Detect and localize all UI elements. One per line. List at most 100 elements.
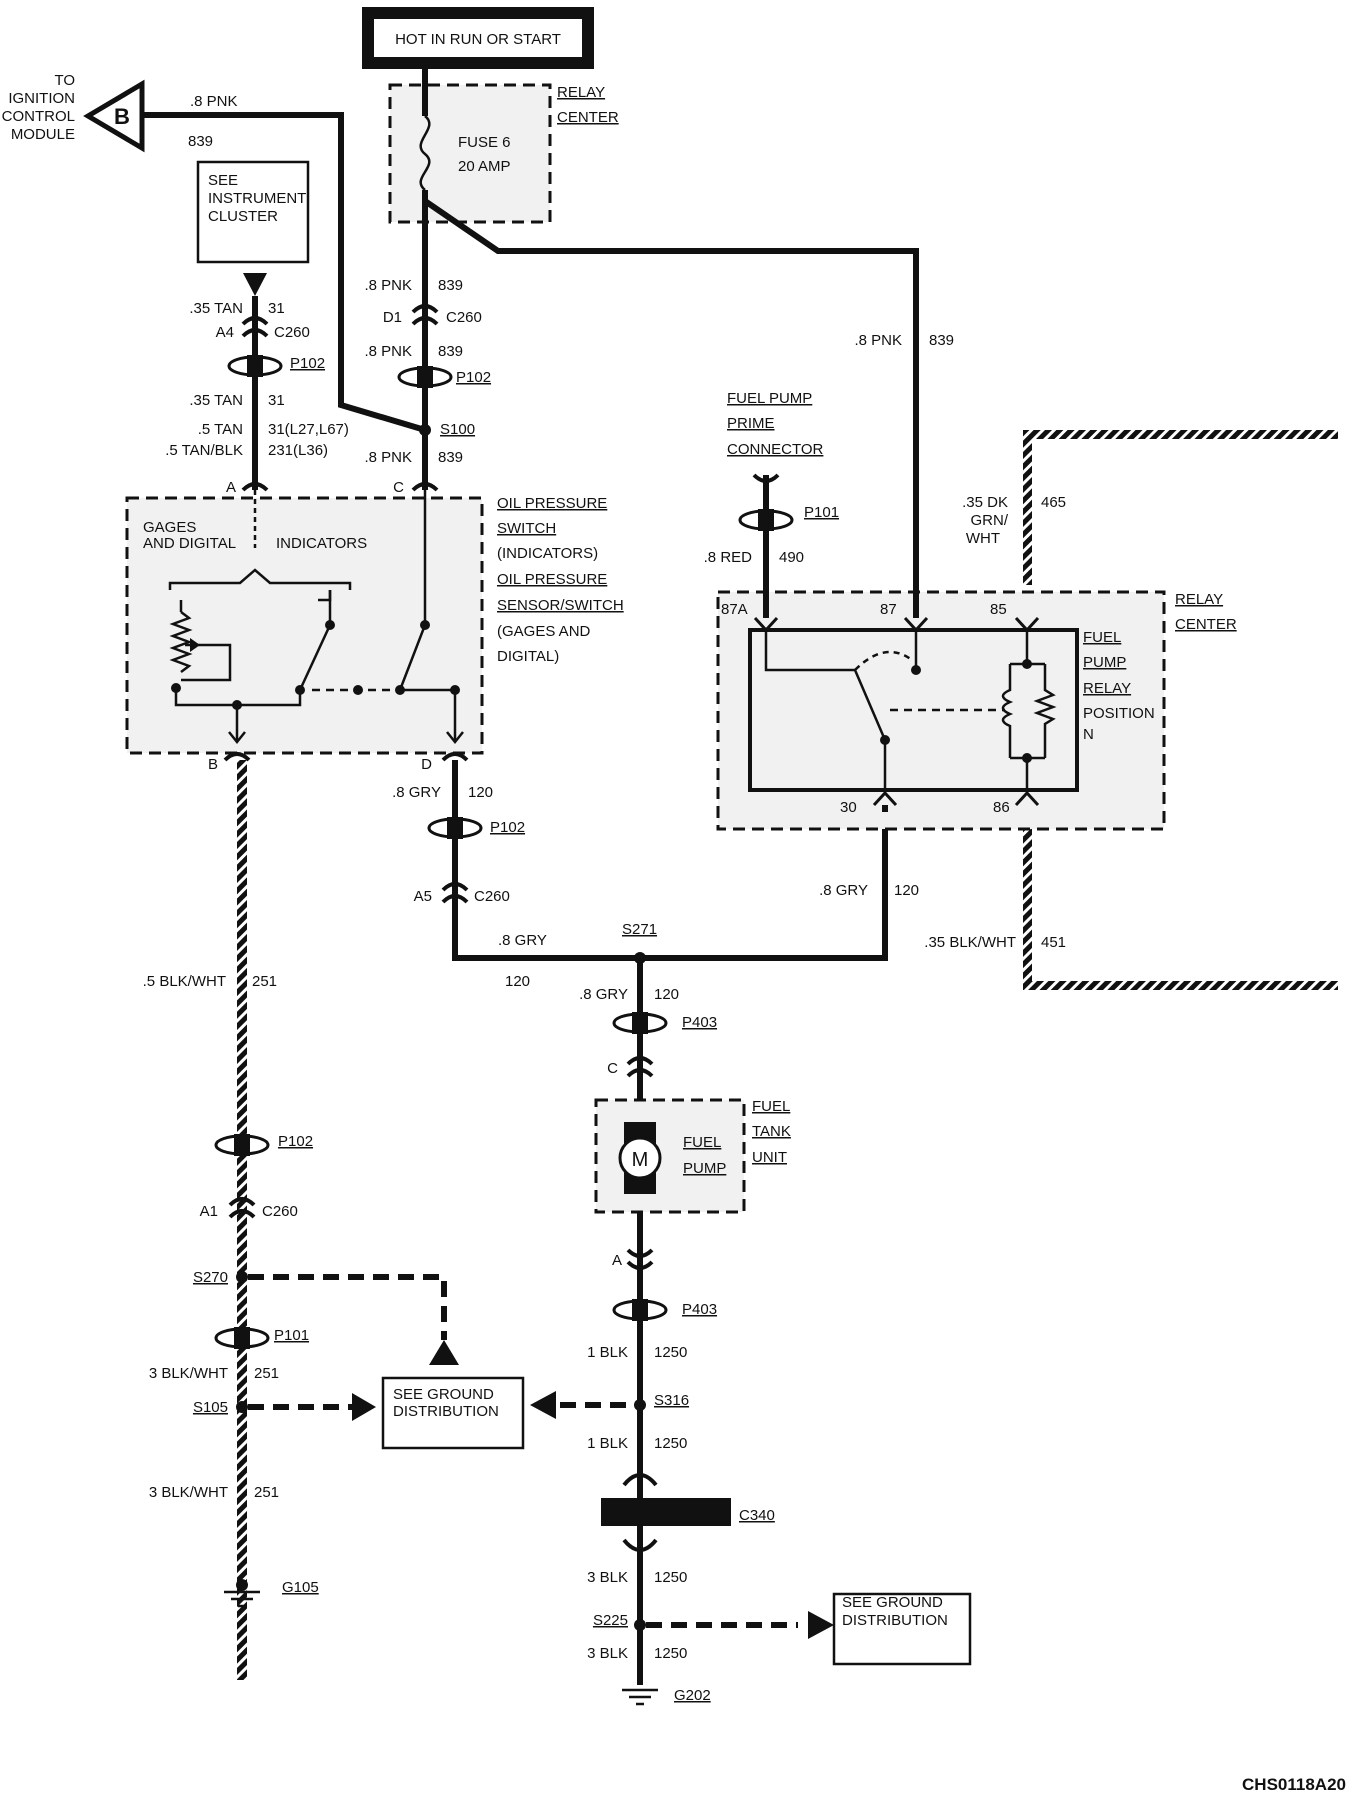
wire-465-color-1: .35 DK [962, 494, 1008, 511]
blk-wire-circuit-1: 1250 [654, 1344, 687, 1361]
prime-label-3: CONNECTOR [727, 441, 824, 458]
relay-label-3: RELAY [1083, 680, 1131, 697]
relay-pin-87: 87 [880, 601, 897, 618]
wire-30-circuit: 120 [894, 882, 919, 899]
gry-wire-circuit-2: 120 [505, 973, 530, 990]
oil-sensor-label-3: (INDICATORS) [497, 545, 598, 562]
relay-label-5: N [1083, 726, 1094, 743]
ground-links [248, 1274, 834, 1639]
ignition-ref-line3: CONTROL [2, 108, 75, 125]
connector-c340-body [601, 1498, 731, 1526]
blkwht-wire-circuit-3: 251 [254, 1484, 279, 1501]
prime-label-1: FUEL PUMP [727, 390, 812, 407]
relay-label-1: FUEL [1083, 629, 1121, 646]
oil-sensor-label-5: SENSOR/SWITCH [497, 597, 624, 614]
relay-center-label-1b: RELAY [1175, 591, 1223, 608]
connector-c340: C340 [739, 1507, 775, 1524]
oil-pressure-sensor: A C B D OIL PRESSURE SWITCH (INDICATORS)… [125, 479, 624, 773]
pin-a5: A5 [414, 888, 432, 905]
diagram-code: CHS0118A20 [1242, 1775, 1346, 1794]
fuel-pump-label-2: PUMP [683, 1160, 726, 1177]
wire-451-circuit: 451 [1041, 934, 1066, 951]
connector-c260-a4: C260 [274, 324, 310, 341]
blkwht-wire-color-3: 3 BLK/WHT [149, 1484, 228, 1501]
ground-g202-icon [622, 1688, 658, 1706]
ignition-ref-line1: TO [54, 72, 75, 89]
wire-30-color: .8 GRY [819, 882, 868, 899]
center-top-labels: .8 PNK 839 D1 C260 .8 PNK 839 P102 S100 … [364, 277, 491, 466]
blkwht-wire-color-2: 3 BLK/WHT [149, 1365, 228, 1382]
connector-p102-left: P102 [290, 355, 325, 372]
oil-sensor-inner-3: INDICATORS [276, 535, 367, 552]
gry-wire-color-1: .8 GRY [392, 784, 441, 801]
splice-s100: S100 [440, 421, 475, 438]
blk-wire-color-2: 1 BLK [587, 1435, 628, 1452]
fuse-name: FUSE 6 [458, 134, 511, 151]
splice-s225-dot [634, 1619, 646, 1631]
pnk-wire-color-1: .8 PNK [364, 277, 412, 294]
oil-sensor-pin-d: D [421, 756, 432, 773]
blk-wire-circuit-2: 1250 [654, 1435, 687, 1452]
splice-s270-dot [236, 1271, 248, 1283]
ground-ref-2-line1: SEE GROUND [842, 1594, 943, 1611]
fuel-tank-unit: FUEL TANK UNIT FUEL PUMP M [594, 1098, 791, 1214]
fuse-block: RELAY CENTER FUSE 6 20 AMP [388, 83, 619, 224]
tan-blk-wire-circuit: 231(L36) [268, 442, 328, 459]
tan-wire-circuit-1: 31 [268, 300, 285, 317]
red-wire-color: .8 RED [704, 549, 753, 566]
blkwht-wire-circuit-2: 251 [254, 1365, 279, 1382]
tan-wire-color-3: .5 TAN [198, 421, 243, 438]
grey-wire-labels: .8 GRY 120 P102 A5 C260 .8 GRY 120 S271 … [392, 784, 717, 1077]
instrument-ref-arrow-icon [243, 273, 267, 296]
instrument-ref-line3: CLUSTER [208, 208, 278, 225]
relay-resistor [1033, 664, 1057, 758]
power-source-box: HOT IN RUN OR START [362, 7, 594, 69]
prime-label-2: PRIME [727, 415, 775, 432]
left-top-connectors [227, 316, 283, 377]
pump-pin-c: C [607, 1060, 618, 1077]
connector-p403-top: P403 [682, 1014, 717, 1031]
left-top-labels: .35 TAN 31 A4 C260 P102 .35 TAN 31 .5 TA… [165, 300, 349, 459]
wire-465-color-3: WHT [966, 530, 1000, 547]
connector-p102-grey: P102 [490, 819, 525, 836]
striped-wires [237, 430, 1338, 1680]
ground-ref-1-line2: DISTRIBUTION [393, 1403, 499, 1420]
wire-465-circuit: 465 [1041, 494, 1066, 511]
splice-s105-dot [236, 1401, 248, 1413]
oil-sensor-label-2: SWITCH [497, 520, 556, 537]
fuse-rating: 20 AMP [458, 158, 511, 175]
ground-ref-2-line2: DISTRIBUTION [842, 1612, 948, 1629]
connector-p102-ground: P102 [278, 1133, 313, 1150]
relay-pin-86: 86 [993, 799, 1010, 816]
tan-wire-color-1: .35 TAN [189, 300, 243, 317]
relay-center-label-1: RELAY [557, 84, 605, 101]
oil-sensor-pin-c: C [393, 479, 404, 496]
relay-label-2: PUMP [1083, 654, 1126, 671]
splice-s271-dot [634, 952, 646, 964]
ground-distribution-ref-1: SEE GROUND DISTRIBUTION [381, 1376, 525, 1450]
fuel-pump-relay: 87A 87 85 30 86 FUEL PUMP RELAY POSITION… [716, 494, 1237, 951]
splice-s271: S271 [622, 921, 657, 938]
fuel-tank-label-1: FUEL [752, 1098, 790, 1115]
relay-center-label-2: CENTER [557, 109, 619, 126]
ground-ref-1-line1: SEE GROUND [393, 1386, 494, 1403]
fuse-element [419, 115, 431, 191]
connector-p101-prime: P101 [804, 504, 839, 521]
tan-wire-circuit-2: 31 [268, 392, 285, 409]
relay-center-label-2b: CENTER [1175, 616, 1237, 633]
gry-wire-color-2: .8 GRY [498, 932, 547, 949]
oil-sensor-pin-a: A [226, 479, 236, 496]
blkwht-wire-circuit-1: 251 [252, 973, 277, 990]
connector-p101-ground: P101 [274, 1327, 309, 1344]
gry-wire-color-3: .8 GRY [579, 986, 628, 1003]
blk-wire-color-4: 3 BLK [587, 1645, 628, 1662]
pnk-wire-color-3: .8 PNK [364, 449, 412, 466]
splice-s100-dot [419, 424, 431, 436]
splice-s270: S270 [193, 1269, 228, 1286]
blk-wire-circuit-4: 1250 [654, 1645, 687, 1662]
tan-wire-circuit-3: 31(L27,L67) [268, 421, 349, 438]
center-top-connectors [397, 304, 453, 436]
connector-p403-bottom: P403 [682, 1301, 717, 1318]
instrument-ref-line1: SEE [208, 172, 238, 189]
